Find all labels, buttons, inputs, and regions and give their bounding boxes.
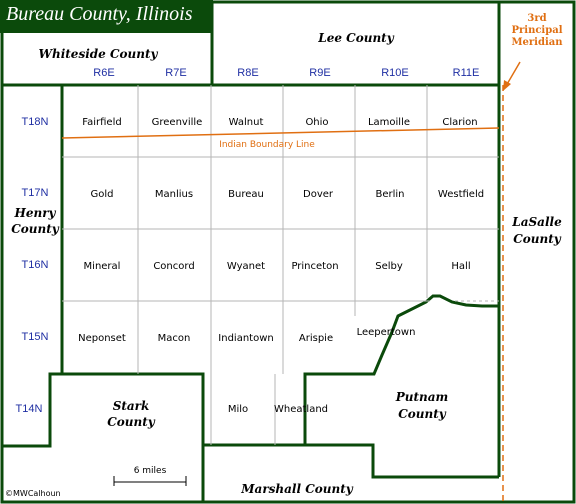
- range-label-r11e: R11E: [453, 67, 480, 79]
- county-label-lasalle-line2: County: [513, 232, 562, 246]
- tier-label-t18n: T18N: [22, 116, 49, 128]
- county-label-henry-line1: Henry: [14, 206, 57, 220]
- township-arispie: Arispie: [299, 333, 333, 344]
- map-title: Bureau County, Illinois: [6, 3, 193, 25]
- township-ohio: Ohio: [305, 117, 328, 128]
- county-label-stark-line1: Stark: [113, 399, 150, 413]
- boundary-illinois-river: [303, 294, 499, 445]
- scale-bar-label: 6 miles: [134, 466, 167, 476]
- indian-boundary-label: Indian Boundary Line: [219, 140, 315, 150]
- township-princeton: Princeton: [291, 261, 338, 272]
- boundary-stark: [2, 372, 205, 502]
- indian-boundary-line: [61, 127, 500, 139]
- county-label-putnam-line2: County: [398, 407, 447, 421]
- meridian-arrow-head: [503, 80, 511, 91]
- township-clarion: Clarion: [442, 117, 477, 128]
- township-westfield: Westfield: [438, 189, 484, 200]
- township-selby: Selby: [375, 261, 403, 272]
- township-indiantown: Indiantown: [218, 333, 273, 344]
- township-manlius: Manlius: [155, 189, 193, 200]
- township-gold: Gold: [91, 189, 114, 200]
- county-label-putnam-line1: Putnam: [395, 390, 449, 404]
- township-greenville: Greenville: [152, 117, 203, 128]
- tier-label-t16n: T16N: [22, 259, 49, 271]
- township-milo: Milo: [228, 404, 248, 415]
- township-bureau: Bureau: [228, 189, 264, 200]
- title-banner: Bureau County, Illinois: [0, 0, 213, 33]
- meridian-label-line3: Meridian: [511, 37, 563, 48]
- range-label-r9e: R9E: [309, 67, 330, 79]
- range-label-r7e: R7E: [165, 67, 186, 79]
- meridian-label-line2: Principal: [511, 25, 562, 36]
- township-fairfield: Fairfield: [82, 117, 121, 128]
- county-label-lasalle-line1: LaSalle: [511, 215, 562, 229]
- township-wheatland: Wheatland: [274, 404, 328, 415]
- township-leepertown: Leepertown: [357, 327, 416, 338]
- township-lamoille: Lamoille: [368, 117, 410, 128]
- tier-label-t14n: T14N: [16, 403, 43, 415]
- boundary-putnam-marshall: [203, 443, 499, 479]
- range-label-r8e: R8E: [237, 67, 258, 79]
- township-concord: Concord: [153, 261, 194, 272]
- meridian-label-line1: 3rd: [527, 13, 546, 24]
- meridian-arrow-shaft: [505, 61, 521, 87]
- township-hall: Hall: [451, 261, 470, 272]
- tier-label-t15n: T15N: [22, 331, 49, 343]
- range-label-r6e: R6E: [93, 67, 114, 79]
- township-neponset: Neponset: [78, 333, 126, 344]
- copyright-text: ©MWCalhoun: [5, 489, 61, 498]
- township-wyanet: Wyanet: [227, 261, 265, 272]
- township-walnut: Walnut: [229, 117, 264, 128]
- county-label-lee: Lee County: [317, 31, 394, 45]
- county-label-whiteside: Whiteside County: [39, 47, 159, 61]
- county-label-marshall: Marshall County: [240, 482, 353, 496]
- county-label-stark-line2: County: [107, 415, 156, 429]
- range-label-r10e: R10E: [381, 67, 409, 79]
- county-label-henry-line2: County: [11, 222, 60, 236]
- township-berlin: Berlin: [375, 189, 404, 200]
- township-dover: Dover: [303, 189, 334, 200]
- township-mineral: Mineral: [84, 261, 121, 272]
- tier-label-t17n: T17N: [22, 187, 49, 199]
- township-macon: Macon: [158, 333, 191, 344]
